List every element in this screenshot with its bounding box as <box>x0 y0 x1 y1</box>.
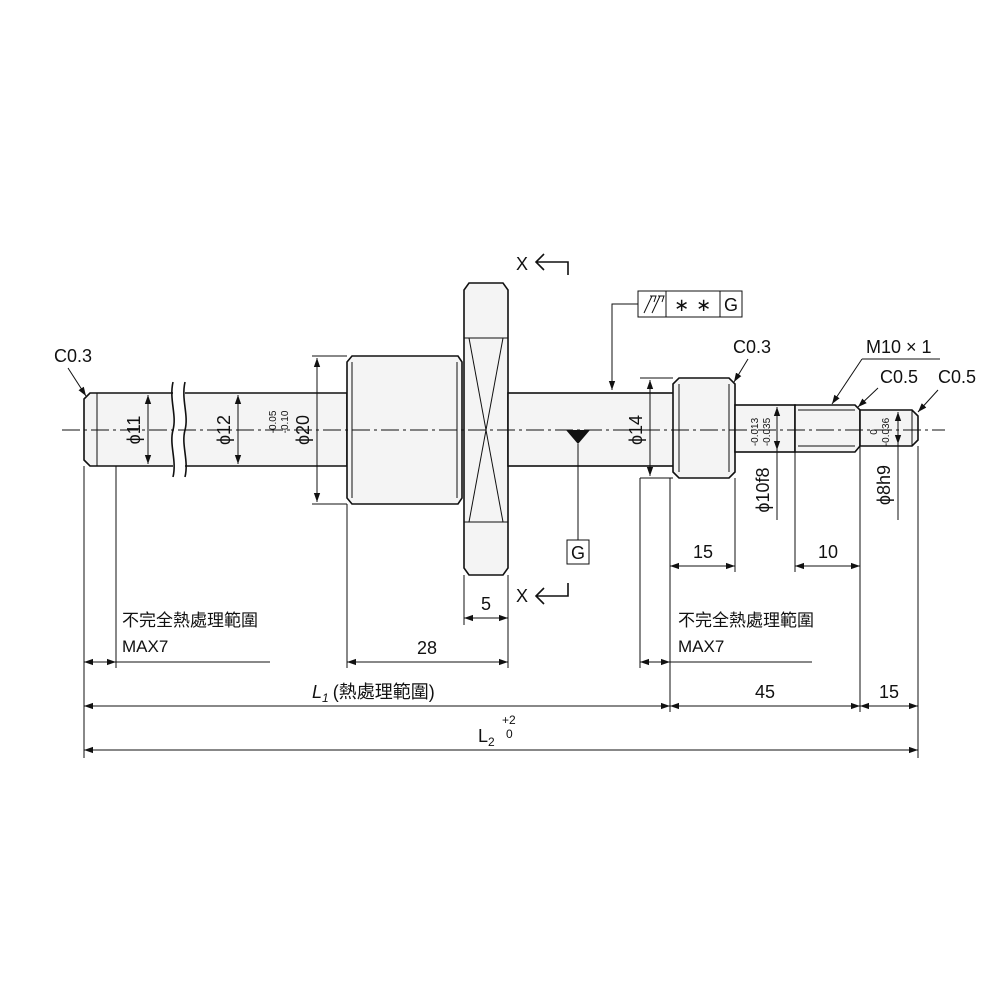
d20-tol-lower: -0.10 <box>280 410 291 433</box>
chamfer-c05-b: C0.5 <box>938 367 976 387</box>
c05-b-leader <box>917 389 939 413</box>
datum-g-label: G <box>571 543 585 563</box>
dim-10-label: 10 <box>818 542 838 562</box>
c03-left-leader <box>67 367 87 397</box>
dim-l2-tol-lower: 0 <box>506 727 513 741</box>
d11-label: ϕ11 <box>124 416 144 445</box>
thread-m10-label: M10 × 1 <box>866 337 932 357</box>
d8-tol-upper: 0 <box>869 429 880 435</box>
fcf-sym1: ∗ <box>674 295 689 315</box>
dim-15a-label: 15 <box>693 542 713 562</box>
note-left-line1: 不完全熱處理範圍 <box>122 611 258 630</box>
d8-tol-lower: -0.036 <box>881 417 892 446</box>
fcf-sym2: ∗ <box>696 295 711 315</box>
d10-tol-lower: -0.035 <box>762 417 773 446</box>
d10-tol-upper: -0.013 <box>750 417 761 446</box>
chamfer-c05-a: C0.5 <box>880 367 918 387</box>
section-arrow-bottom <box>534 583 569 605</box>
c03-right-leader <box>733 358 749 383</box>
dim-l2-tol-upper: +2 <box>502 713 516 727</box>
chamfer-c03-left: C0.3 <box>54 346 92 366</box>
d20-label: ϕ20 <box>293 415 313 445</box>
dim-15b-label: 15 <box>879 682 899 702</box>
c05-a-leader <box>857 387 879 408</box>
section-arrow-top <box>534 253 569 275</box>
dim-l1-label: L1(熱處理範圍) <box>312 682 435 705</box>
m10-leader <box>831 358 863 405</box>
note-left-line2: MAX7 <box>122 637 168 656</box>
dim-l2-label: L2 <box>478 726 495 749</box>
section-x-top: X <box>516 254 528 274</box>
d20-tol-upper: -0.05 <box>268 410 279 433</box>
runout-icon <box>643 295 665 314</box>
dim-28-label: 28 <box>417 638 437 658</box>
thread-section <box>794 404 861 453</box>
chamfer-c03-right: C0.3 <box>733 337 771 357</box>
d14-label: ϕ14 <box>626 415 646 445</box>
note-right-line1: 不完全熱處理範圍 <box>678 611 814 630</box>
datum-feature-g: G <box>566 430 590 565</box>
dim-5-label: 5 <box>481 594 491 614</box>
bearing-seat <box>672 377 736 479</box>
feature-control-frame: ∗ ∗ G <box>608 290 743 390</box>
shaft-outline <box>83 282 919 576</box>
dim-45-label: 45 <box>755 682 775 702</box>
fcf-datum: G <box>724 295 738 315</box>
d10f8-label: ϕ10f8 <box>753 467 773 512</box>
note-right-line2: MAX7 <box>678 637 724 656</box>
d8h9-label: ϕ8h9 <box>874 465 894 505</box>
section-x-bottom: X <box>516 586 528 606</box>
d12-label: ϕ12 <box>214 415 234 445</box>
